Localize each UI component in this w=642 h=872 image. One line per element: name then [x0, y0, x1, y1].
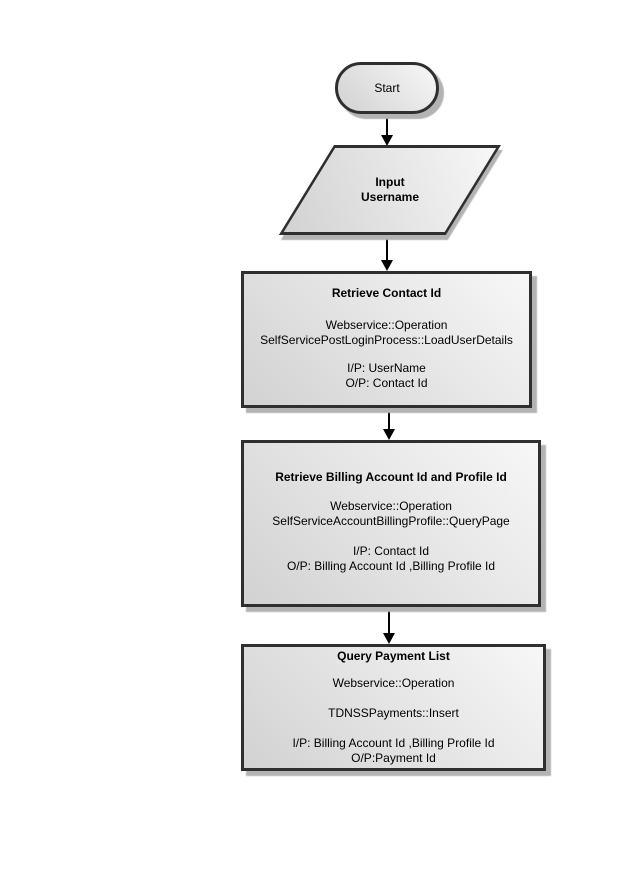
- process-line: Webservice::Operation: [330, 499, 452, 513]
- connector-contact-to-billing: [388, 405, 390, 430]
- connector-start-to-input: [386, 113, 388, 136]
- process-line: O/P: Contact Id: [345, 376, 428, 390]
- process-line: SelfServiceAccountBillingProfile::QueryP…: [272, 514, 510, 528]
- connector-input-to-retrieve-contact: [386, 232, 388, 261]
- process-title: Retrieve Billing Account Id and Profile …: [275, 470, 507, 484]
- start-terminator: Start: [335, 62, 439, 114]
- process-retrieve-billing-account: Retrieve Billing Account Id and Profile …: [241, 440, 541, 607]
- arrowhead-down-icon: [383, 633, 395, 644]
- process-line: I/P: UserName: [347, 361, 426, 375]
- process-line: O/P: Billing Account Id ,Billing Profile…: [286, 559, 496, 573]
- spacer: [244, 485, 538, 499]
- process-line: O/P:Payment Id: [351, 751, 436, 765]
- process-title: Retrieve Contact Id: [331, 286, 442, 300]
- arrowhead-down-icon: [381, 135, 393, 146]
- process-line: I/P: Billing Account Id ,Billing Profile…: [292, 736, 495, 750]
- process-line: Webservice::Operation: [332, 676, 455, 690]
- start-label: Start: [374, 80, 400, 95]
- process-title: Query Payment List: [337, 649, 450, 663]
- connector-billing-to-payment: [388, 604, 390, 634]
- spacer: [244, 301, 529, 318]
- io-line: Input: [375, 175, 405, 189]
- spacer: [244, 691, 543, 706]
- arrowhead-down-icon: [381, 260, 393, 271]
- process-line: SelfServicePostLoginProcess::LoadUserDet…: [260, 333, 513, 347]
- io-line: Username: [360, 190, 420, 204]
- input-username-text: Input Username: [279, 145, 501, 235]
- process-line: Webservice::Operation: [325, 318, 448, 332]
- process-line: TDNSSPayments::Insert: [328, 706, 459, 720]
- spacer: [244, 721, 543, 736]
- spacer: [244, 348, 529, 361]
- process-line: I/P: Contact Id: [352, 544, 430, 558]
- spacer: [244, 529, 538, 544]
- process-retrieve-contact-id: Retrieve Contact Id Webservice::Operatio…: [241, 271, 532, 408]
- spacer: [244, 664, 543, 676]
- process-query-payment-list: Query Payment List Webservice::Operation…: [241, 644, 546, 771]
- arrowhead-down-icon: [383, 429, 395, 440]
